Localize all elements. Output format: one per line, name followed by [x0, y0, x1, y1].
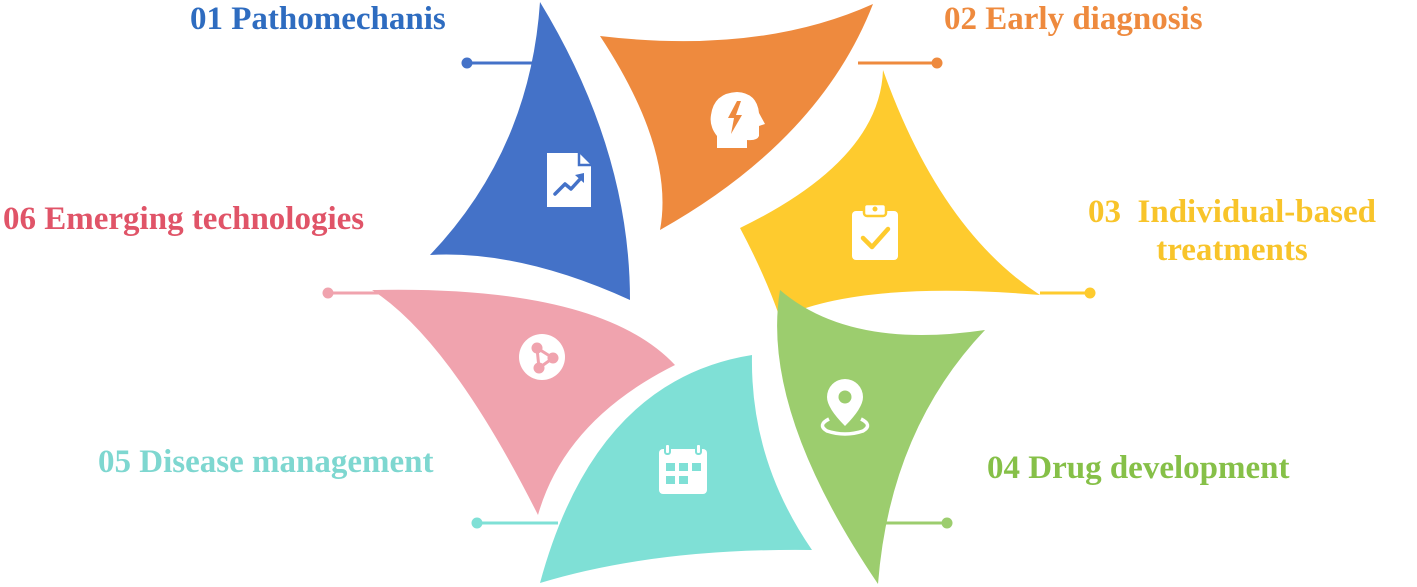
connector-dot-02 — [931, 57, 943, 69]
petal-04 — [777, 290, 985, 584]
petal-01 — [430, 2, 630, 300]
label-03-title: Individual-based treatments — [1137, 194, 1376, 268]
label-02-number: 02 — [944, 1, 977, 37]
label-06-number: 06 — [3, 201, 36, 237]
label-05-number: 05 — [98, 444, 131, 480]
share-nodes-icon — [519, 334, 565, 380]
brain-head-icon — [710, 92, 765, 148]
label-01-title: Pathomechanis — [231, 1, 446, 37]
label-06-title: Emerging technologies — [44, 201, 365, 237]
connector-dot-05 — [471, 517, 483, 529]
connector-01 — [461, 57, 540, 69]
label-03-number: 03 — [1088, 194, 1121, 230]
label-02: 02 Early diagnosis — [944, 0, 1203, 38]
label-04-number: 04 — [987, 450, 1020, 486]
location-pin-icon — [820, 379, 870, 436]
connector-06 — [322, 287, 380, 299]
label-04-title: Drug development — [1028, 450, 1290, 486]
label-05: 05 Disease management — [98, 443, 433, 481]
label-02-title: Early diagnosis — [985, 1, 1203, 37]
connector-dot-06 — [322, 287, 334, 299]
label-06: 06 Emerging technologies — [3, 200, 364, 238]
label-03: 03 Individual-based treatments — [1088, 193, 1376, 269]
connector-dot-04 — [941, 517, 953, 529]
label-05-title: Disease management — [139, 444, 434, 480]
label-01-number: 01 — [190, 1, 223, 37]
label-04: 04 Drug development — [987, 449, 1289, 487]
connector-04 — [875, 517, 953, 529]
connector-03 — [1040, 287, 1096, 299]
petal-03 — [740, 70, 1040, 318]
connector-02 — [858, 57, 943, 69]
clipboard-check-icon — [852, 202, 898, 260]
connector-dot-03 — [1084, 287, 1096, 299]
connector-05 — [471, 517, 558, 529]
label-01: 01 Pathomechanis — [190, 0, 446, 38]
petal-06 — [372, 289, 675, 515]
calendar-icon — [659, 443, 707, 494]
connector-dot-01 — [461, 57, 473, 69]
chart-document-icon — [547, 153, 591, 207]
